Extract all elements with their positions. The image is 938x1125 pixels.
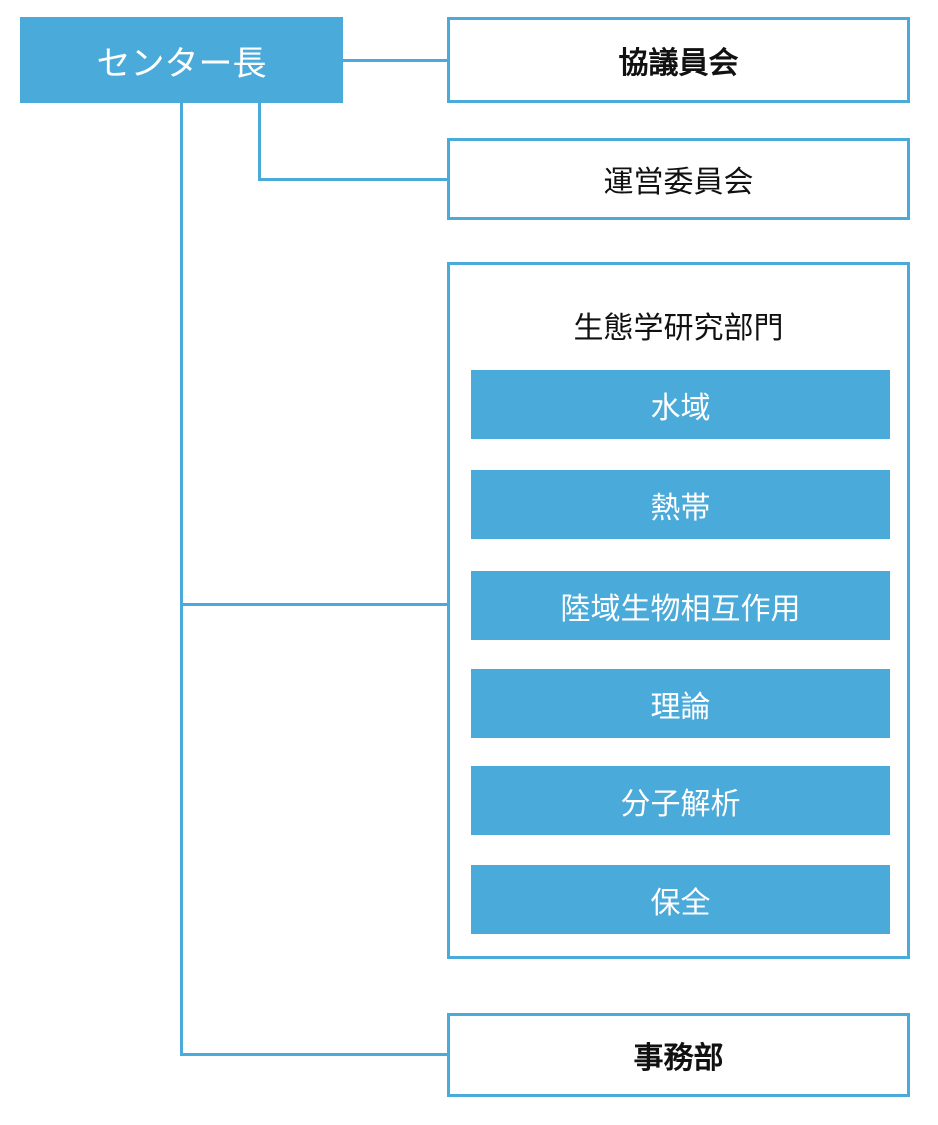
section-label: 保全 <box>650 885 711 921</box>
steering-committee-node: 運営委員会 <box>447 138 910 220</box>
section-conservation: 保全 <box>471 865 890 934</box>
section-tropical: 熱帯 <box>471 470 890 539</box>
connector-steering-horizontal <box>258 178 449 181</box>
center-director-label: センター長 <box>96 43 267 84</box>
steering-committee-label: 運営委員会 <box>603 165 754 200</box>
center-director-node: センター長 <box>20 17 343 103</box>
section-label: 理論 <box>650 689 711 725</box>
ecology-department-title: 生態学研究部門 <box>573 311 784 346</box>
ecology-department-node: 生態学研究部門 水域 熱帯 陸域生物相互作用 理論 分子解析 保全 <box>447 262 910 959</box>
section-label: 水域 <box>650 390 711 426</box>
administration-office-label: 事務部 <box>633 1041 724 1076</box>
connector-head-council <box>343 59 449 62</box>
council-node: 協議員会 <box>447 17 910 103</box>
section-label: 陸域生物相互作用 <box>560 591 801 627</box>
connector-department <box>180 603 449 606</box>
section-aquatic: 水域 <box>471 370 890 439</box>
council-label: 協議員会 <box>618 46 739 81</box>
administration-office-node: 事務部 <box>447 1013 910 1097</box>
section-terrestrial-interaction: 陸域生物相互作用 <box>471 571 890 640</box>
section-molecular-analysis: 分子解析 <box>471 766 890 835</box>
section-label: 熱帯 <box>650 490 711 526</box>
connector-steering-vertical <box>258 103 261 181</box>
connector-trunk-vertical <box>180 103 183 1056</box>
connector-office <box>180 1053 449 1056</box>
section-theory: 理論 <box>471 669 890 738</box>
section-label: 分子解析 <box>620 786 741 822</box>
